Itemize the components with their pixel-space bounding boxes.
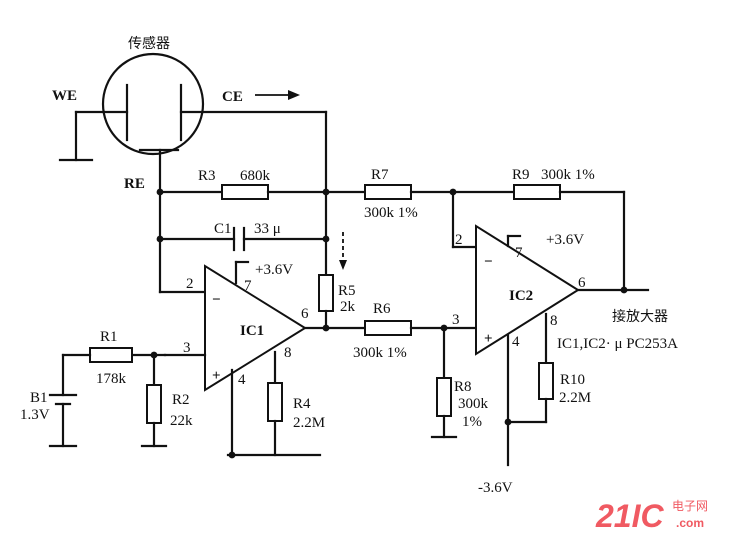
resistor-r6 bbox=[364, 320, 412, 336]
label-r6: R6 bbox=[373, 301, 391, 317]
ic1-pin2: 2 bbox=[186, 276, 194, 292]
ic2-pin3: 3 bbox=[452, 312, 460, 328]
ic1-plus: + bbox=[212, 368, 221, 384]
ic2-pin4: 4 bbox=[512, 334, 520, 350]
value-r2: 22k bbox=[170, 413, 193, 429]
sensor-title: 传感器 bbox=[128, 35, 170, 52]
value-r8: 300k bbox=[458, 396, 489, 412]
value-r10: 2.2M bbox=[559, 390, 591, 406]
ic2-pin6: 6 bbox=[578, 275, 586, 291]
ic1-pin6: 6 bbox=[301, 306, 309, 322]
resistor-r1 bbox=[89, 347, 133, 363]
ic2-name: IC2 bbox=[509, 288, 533, 304]
value-r6: 300k 1% bbox=[353, 345, 407, 361]
sensor-body bbox=[101, 52, 205, 156]
ic2-supply-neg: -3.6V bbox=[478, 480, 513, 496]
value-r5: 2k bbox=[340, 299, 356, 315]
resistor-r2 bbox=[146, 384, 162, 424]
label-b1: B1 bbox=[30, 390, 48, 406]
opamp-ic2 bbox=[475, 224, 580, 356]
ic1-pin8: 8 bbox=[284, 345, 292, 361]
ic1-minus: − bbox=[212, 292, 221, 308]
ic2-plus: + bbox=[484, 331, 493, 347]
resistor-r10 bbox=[538, 362, 554, 400]
ic2-minus: − bbox=[484, 254, 493, 270]
label-r3: R3 bbox=[198, 168, 216, 184]
label-c1: C1 bbox=[214, 221, 232, 237]
ic1-supply: +3.6V bbox=[255, 262, 293, 278]
ic2-pin8: 8 bbox=[550, 313, 558, 329]
ic-model-note: IC1,IC2· μ PC253A bbox=[557, 336, 678, 352]
output-label: 接放大器 bbox=[612, 308, 668, 325]
label-r4: R4 bbox=[293, 396, 311, 412]
label-r1: R1 bbox=[100, 329, 118, 345]
label-r7: R7 bbox=[371, 167, 389, 183]
ic1-pin4: 4 bbox=[238, 372, 246, 388]
ic2-pin7: 7 bbox=[515, 245, 523, 261]
label-r10: R10 bbox=[560, 372, 585, 388]
label-re: RE bbox=[124, 176, 145, 192]
watermark-cn: 电子网 bbox=[672, 499, 708, 513]
resistor-r8 bbox=[436, 377, 452, 417]
label-r8: R8 bbox=[454, 379, 472, 395]
value-r4: 2.2M bbox=[293, 415, 325, 431]
ic1-pin3: 3 bbox=[183, 340, 191, 356]
ic1-name: IC1 bbox=[240, 323, 264, 339]
label-r5: R5 bbox=[338, 283, 356, 299]
ic2-pin2: 2 bbox=[455, 232, 463, 248]
label-ce: CE bbox=[222, 89, 243, 105]
opamp-ic1 bbox=[204, 264, 307, 392]
watermark-brand: 21IC bbox=[595, 498, 664, 534]
resistor-r3 bbox=[221, 184, 269, 200]
resistor-r5 bbox=[318, 274, 334, 312]
resistor-r7 bbox=[364, 184, 412, 200]
label-we: WE bbox=[52, 88, 77, 104]
value-b1: 1.3V bbox=[20, 407, 50, 423]
tol-r8: 1% bbox=[462, 414, 482, 430]
value-r1: 178k bbox=[96, 371, 127, 387]
watermark-logo: 21IC 电子网 .com bbox=[595, 498, 708, 534]
watermark-url: .com bbox=[676, 516, 704, 530]
label-r9: R9 bbox=[512, 167, 530, 183]
value-r3: 680k bbox=[240, 168, 271, 184]
value-r9: 300k 1% bbox=[541, 167, 595, 183]
resistor-r9 bbox=[513, 184, 561, 200]
value-c1: 33 μ bbox=[254, 221, 281, 237]
label-r2: R2 bbox=[172, 392, 190, 408]
ic1-pin7: 7 bbox=[244, 278, 252, 294]
ic2-supply-pos: +3.6V bbox=[546, 232, 584, 248]
resistor-r4 bbox=[267, 382, 283, 422]
value-r7: 300k 1% bbox=[364, 205, 418, 221]
